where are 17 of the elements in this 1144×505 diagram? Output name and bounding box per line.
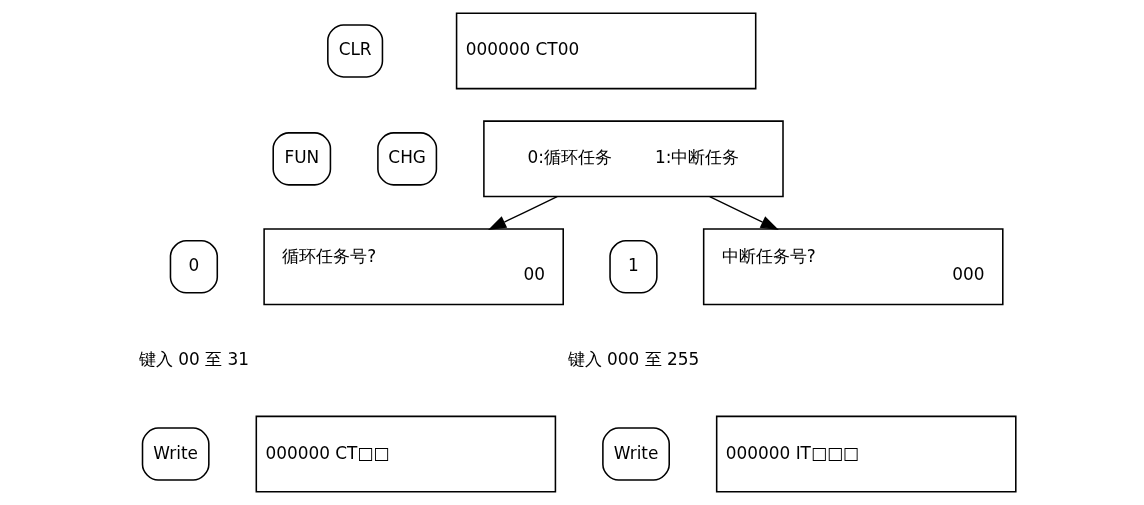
node-box: Write [141, 427, 210, 481]
node-box: 0:循环任务 1:中断任务 [483, 120, 784, 198]
node-box: 循环任务号? 00 [263, 228, 564, 306]
label: 键入 00 至 31 [138, 348, 249, 369]
arrow [488, 196, 558, 230]
node-box: 1 [609, 240, 658, 294]
node-box: 000000 CT□□ [255, 415, 557, 493]
label: 键入 000 至 255 [567, 348, 700, 369]
node-box: 000000 CT00 [455, 12, 757, 90]
node-box: CLR [327, 24, 384, 78]
node-box: 0 [169, 240, 219, 294]
node-box: 000000 IT□□□ [715, 415, 1017, 493]
node-box: 中断任务号? 000 [702, 228, 1004, 306]
node-box: FUN [272, 132, 332, 186]
node-box: Write [602, 427, 670, 481]
arrow [709, 196, 779, 230]
node-box: CHG [377, 132, 438, 186]
